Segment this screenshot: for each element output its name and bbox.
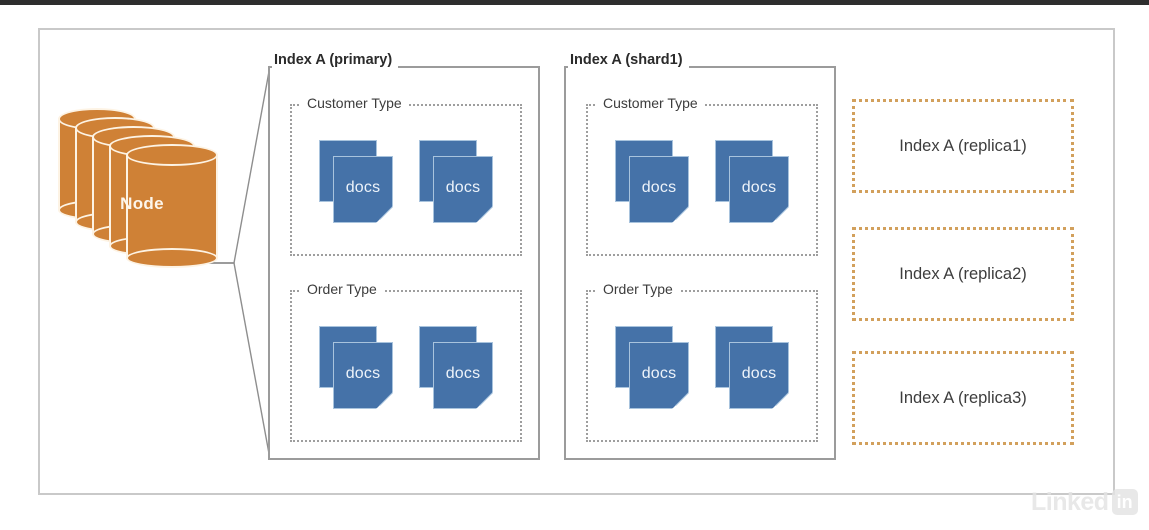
video-top-bar bbox=[0, 0, 1149, 5]
docs-icon[interactable]: docs bbox=[419, 326, 493, 410]
type-group-order-shard1[interactable]: Order Type docs docs bbox=[586, 281, 818, 442]
node-cylinder-stack: Node bbox=[58, 108, 226, 268]
node-cylinder-1 bbox=[126, 144, 218, 268]
linkedin-wordmark: Linked bbox=[1031, 488, 1109, 516]
docs-row: docs docs bbox=[292, 140, 520, 224]
node-label: Node bbox=[120, 194, 164, 213]
docs-front-sheet bbox=[629, 156, 689, 223]
docs-label: docs bbox=[741, 365, 777, 382]
docs-label: docs bbox=[345, 365, 381, 382]
replica-box-3[interactable]: Index A (replica3) bbox=[852, 351, 1074, 445]
docs-label: docs bbox=[641, 365, 677, 382]
shard-box-primary[interactable]: Index A (primary) Customer Type docs doc… bbox=[268, 52, 540, 460]
docs-icon[interactable]: docs bbox=[419, 140, 493, 224]
shard-title-shard1: Index A (shard1) bbox=[568, 52, 689, 68]
docs-label: docs bbox=[445, 365, 481, 382]
type-label-customer: Customer Type bbox=[300, 95, 409, 111]
linkedin-in-badge-icon: in bbox=[1111, 489, 1138, 515]
type-label-customer: Customer Type bbox=[596, 95, 705, 111]
docs-icon[interactable]: docs bbox=[715, 140, 789, 224]
type-group-order-primary[interactable]: Order Type docs docs bbox=[290, 281, 522, 442]
shard-title-primary: Index A (primary) bbox=[272, 52, 399, 68]
type-label-order: Order Type bbox=[300, 281, 384, 297]
docs-icon[interactable]: docs bbox=[319, 326, 393, 410]
docs-label: docs bbox=[445, 179, 481, 196]
docs-front-sheet bbox=[433, 156, 493, 223]
docs-front-sheet bbox=[729, 342, 789, 409]
type-group-customer-primary[interactable]: Customer Type docs docs bbox=[290, 95, 522, 256]
replica-box-2[interactable]: Index A (replica2) bbox=[852, 227, 1074, 321]
linkedin-watermark: Linked in bbox=[1031, 489, 1138, 515]
docs-icon[interactable]: docs bbox=[615, 140, 689, 224]
docs-label: docs bbox=[641, 179, 677, 196]
docs-icon[interactable]: docs bbox=[715, 326, 789, 410]
docs-row: docs docs bbox=[588, 140, 816, 224]
docs-icon[interactable]: docs bbox=[319, 140, 393, 224]
docs-front-sheet bbox=[333, 342, 393, 409]
docs-front-sheet bbox=[333, 156, 393, 223]
type-label-order: Order Type bbox=[596, 281, 680, 297]
docs-front-sheet bbox=[729, 156, 789, 223]
docs-front-sheet bbox=[629, 342, 689, 409]
docs-icon[interactable]: docs bbox=[615, 326, 689, 410]
docs-label: docs bbox=[741, 179, 777, 196]
docs-row: docs docs bbox=[292, 326, 520, 410]
type-group-customer-shard1[interactable]: Customer Type docs docs bbox=[586, 95, 818, 256]
docs-front-sheet bbox=[433, 342, 493, 409]
docs-row: docs docs bbox=[588, 326, 816, 410]
shard-box-shard1[interactable]: Index A (shard1) Customer Type docs docs… bbox=[564, 52, 836, 460]
docs-label: docs bbox=[345, 179, 381, 196]
replica-box-1[interactable]: Index A (replica1) bbox=[852, 99, 1074, 193]
